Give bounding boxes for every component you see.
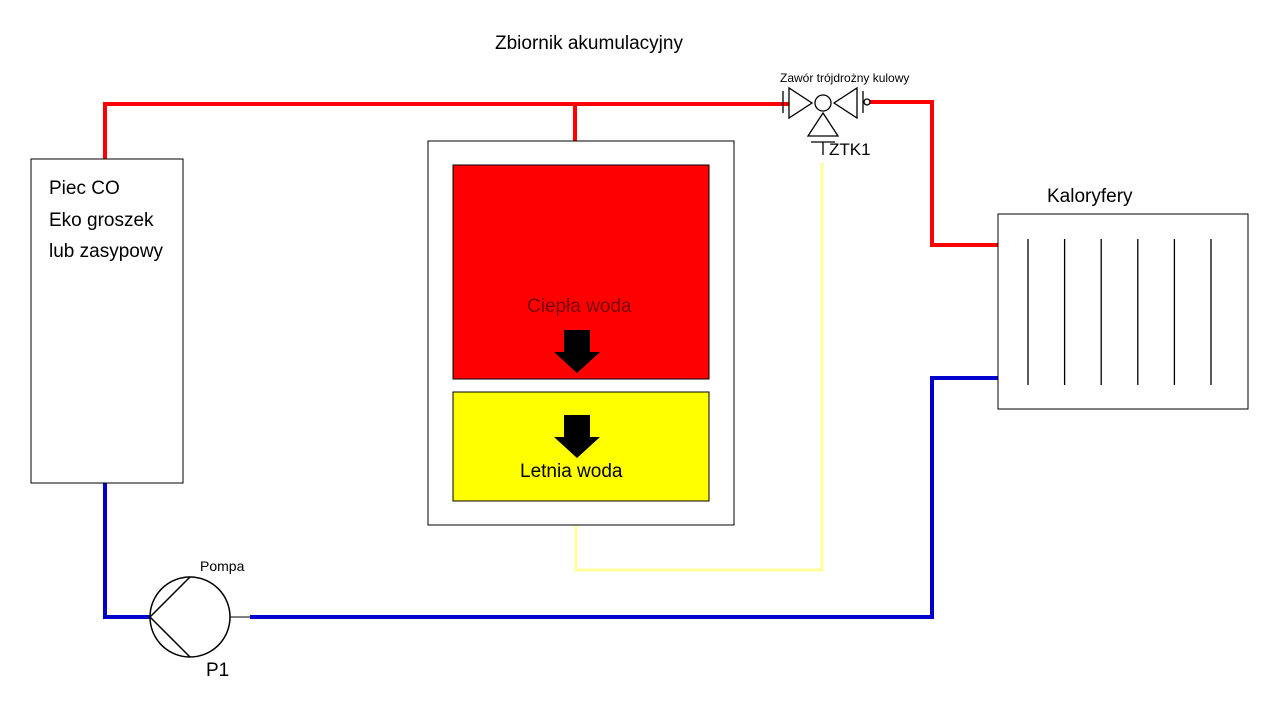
valve-label: Zawór trójdrożny kulowy [780, 71, 910, 85]
down-arrow-icon [554, 330, 600, 373]
supply-pipes [103, 100, 998, 247]
boiler-label-line: Piec CO [49, 178, 120, 199]
pump-tag: P1 [206, 660, 230, 681]
three-way-valve-icon [782, 86, 871, 155]
valve-tag: ZTK1 [829, 140, 871, 159]
radiator-box [997, 213, 1249, 410]
radiator-label: Kaloryfery [1047, 186, 1133, 207]
valve-control-line [574, 163, 824, 572]
warm-water-label: Letnia woda [520, 461, 623, 482]
supply-pipe-radiator [870, 100, 998, 247]
boiler-box [30, 158, 184, 484]
return-pipes [103, 376, 998, 619]
return-pipe-radiator [250, 376, 998, 619]
radiator-fins [1027, 239, 1212, 385]
down-arrow-icon [554, 415, 600, 458]
pump-label: Pompa [200, 558, 245, 574]
boiler-label-line: lub zasypowy [49, 241, 164, 262]
hot-water-label: Ciepła woda [527, 296, 632, 317]
diagram-title: Zbiornik akumulacyjny [495, 33, 683, 54]
pump-icon [148, 576, 231, 658]
return-pipe-boiler [103, 483, 150, 619]
supply-pipe-main [103, 102, 790, 159]
boiler-label-line: Eko groszek [49, 210, 154, 231]
